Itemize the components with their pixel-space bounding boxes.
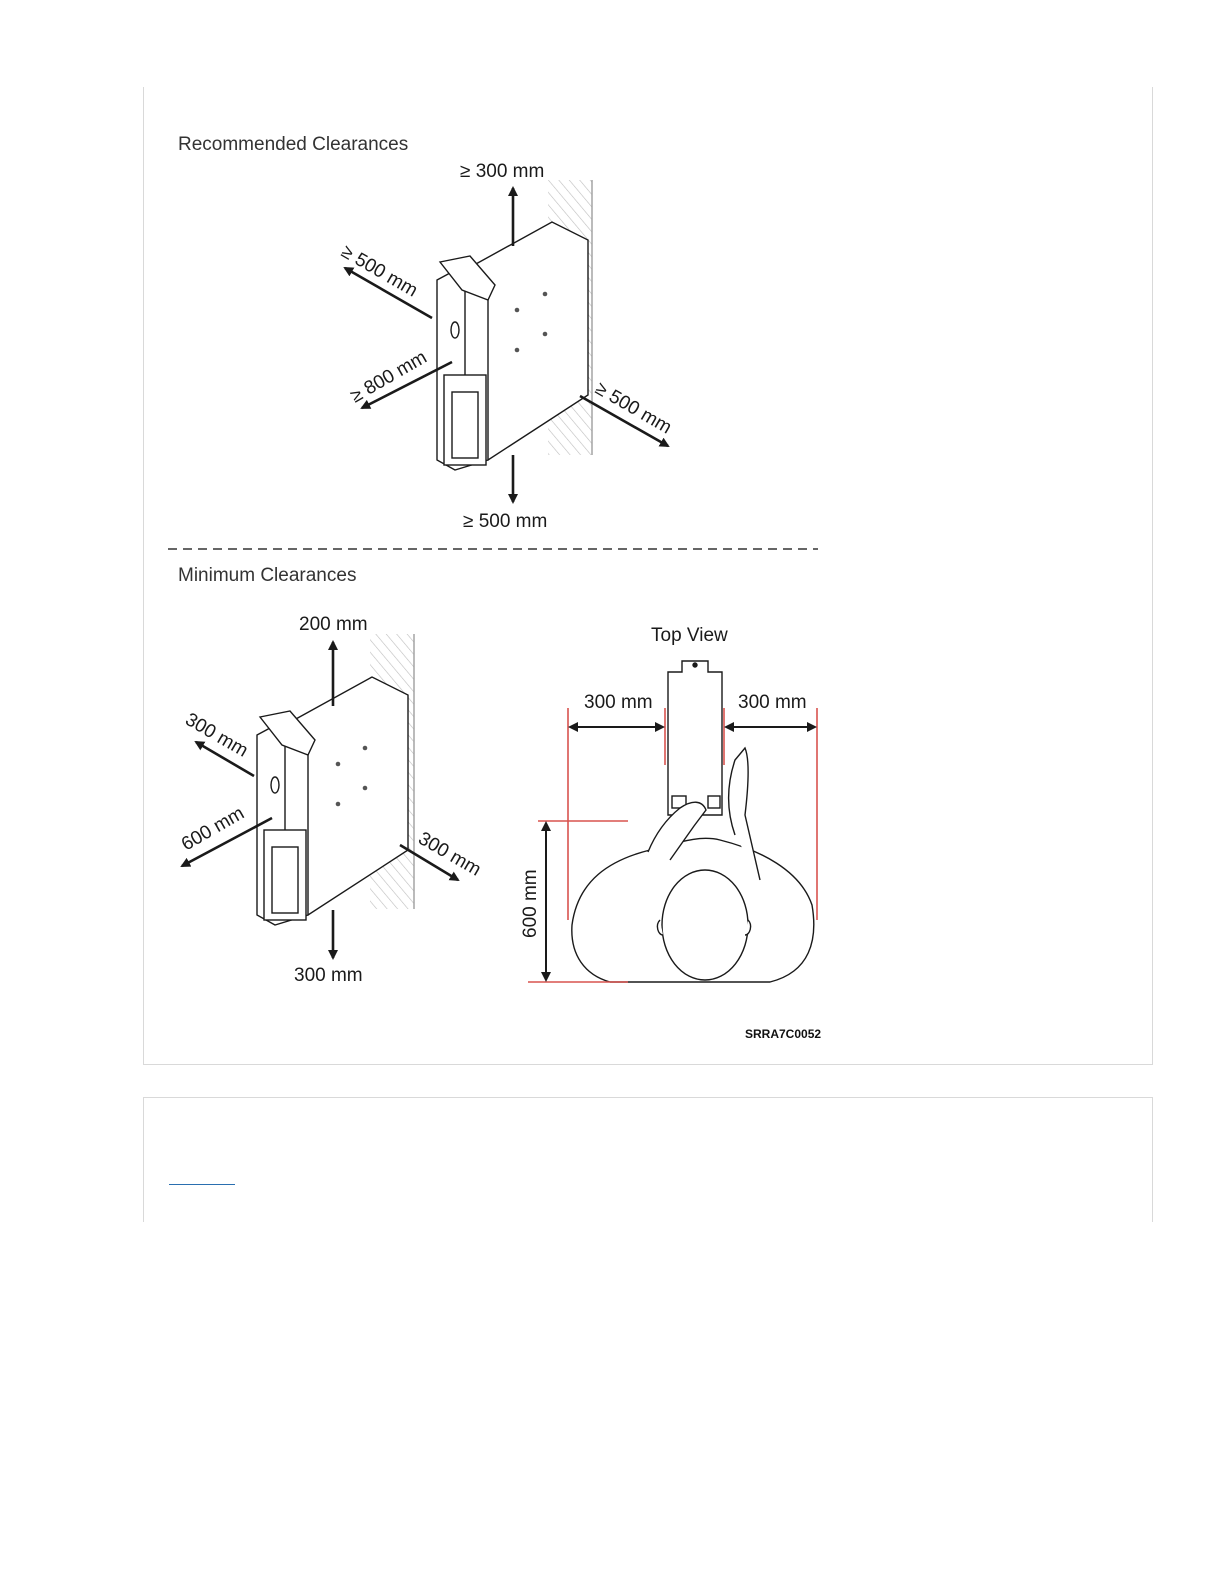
- min-left-lower-label: 600 mm: [178, 803, 248, 856]
- recommended-device: [437, 180, 592, 470]
- rec-bottom-label: ≥ 500 mm: [463, 511, 547, 532]
- recommended-heading: Recommended Clearances: [178, 134, 408, 155]
- rec-top-label: ≥ 300 mm: [460, 161, 544, 182]
- top-view-right-label: 300 mm: [738, 692, 807, 713]
- minimum-heading: Minimum Clearances: [178, 565, 356, 586]
- min-right-label: 300 mm: [415, 828, 485, 881]
- rec-left-lower-label: ≥ 800 mm: [347, 347, 431, 407]
- figure-code: SRRA7C0052: [745, 1027, 821, 1041]
- top-view-label: Top View: [651, 625, 728, 646]
- minimum-device: [257, 634, 414, 925]
- min-top-label: 200 mm: [299, 614, 368, 635]
- top-view-left-label: 300 mm: [584, 692, 653, 713]
- top-view-depth-label: 600 mm: [520, 869, 541, 938]
- min-bottom-label: 300 mm: [294, 965, 363, 986]
